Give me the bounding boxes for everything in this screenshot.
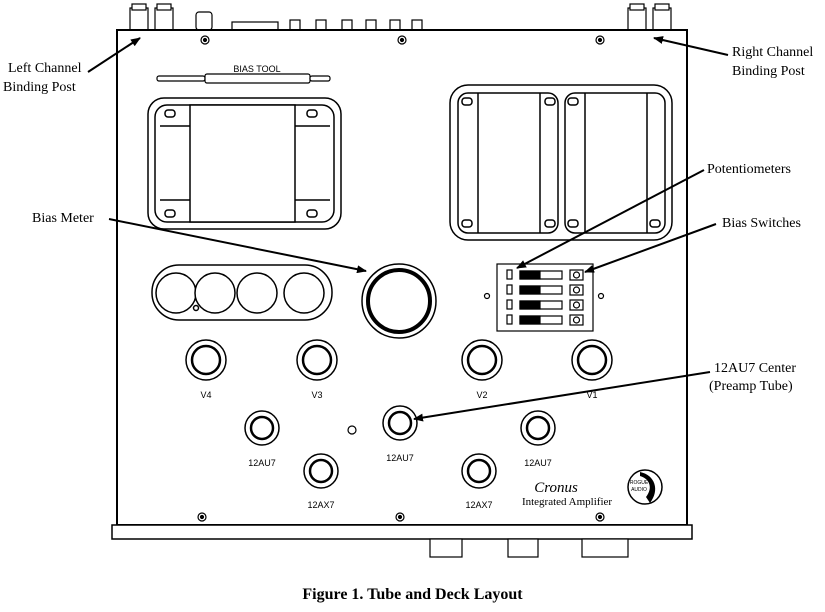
tube-label-12ax7-left: 12AX7 — [307, 500, 334, 510]
figure-caption: Figure 1. Tube and Deck Layout — [302, 586, 523, 603]
tube-label-v3: V3 — [311, 390, 322, 400]
rogue-audio-logo: ROGUE AUDIO — [627, 469, 663, 505]
left-transformer — [147, 97, 342, 230]
bias-tool — [156, 73, 331, 84]
label-right-binding-post-line2: Binding Post — [732, 64, 805, 79]
label-left-binding-post-line2: Binding Post — [3, 80, 76, 95]
label-right-binding-post-line1: Right Channel — [732, 45, 813, 60]
label-bias-switches: Bias Switches — [722, 216, 801, 231]
tube-label-12au7-left: 12AU7 — [248, 458, 276, 468]
tube-label-12au7-right: 12AU7 — [524, 458, 552, 468]
front-knobs — [429, 538, 629, 558]
tube-label-v2: V2 — [476, 390, 487, 400]
label-center-tube-line2: (Preamp Tube) — [709, 379, 793, 394]
svg-text:ROGUE: ROGUE — [630, 480, 649, 486]
label-left-binding-post-line1: Left Channel — [8, 61, 82, 76]
rear-terminals — [129, 3, 672, 31]
tube-cutout-panel — [151, 264, 333, 321]
label-bias-meter: Bias Meter — [32, 211, 94, 226]
brand-model: Integrated Amplifier — [522, 496, 612, 508]
svg-text:AUDIO: AUDIO — [631, 487, 647, 493]
tube-label-v1: V1 — [586, 390, 597, 400]
callout-arrows — [87, 36, 729, 422]
tube-label-12ax7-right: 12AX7 — [465, 500, 492, 510]
chassis-screws — [197, 35, 605, 522]
label-potentiometers: Potentiometers — [707, 162, 791, 177]
preamp-tube-sockets — [244, 405, 556, 489]
front-panel — [111, 524, 693, 540]
bias-tool-label: BIAS TOOL — [233, 64, 280, 74]
right-transformers — [449, 84, 673, 241]
brand-name: Cronus — [534, 480, 578, 496]
label-center-tube-line1: 12AU7 Center — [714, 361, 796, 376]
bias-meter — [361, 263, 437, 339]
tube-label-12au7-center: 12AU7 — [386, 453, 414, 463]
tube-label-v4: V4 — [200, 390, 211, 400]
bias-control-panel — [483, 263, 605, 332]
power-tube-sockets — [185, 339, 613, 381]
